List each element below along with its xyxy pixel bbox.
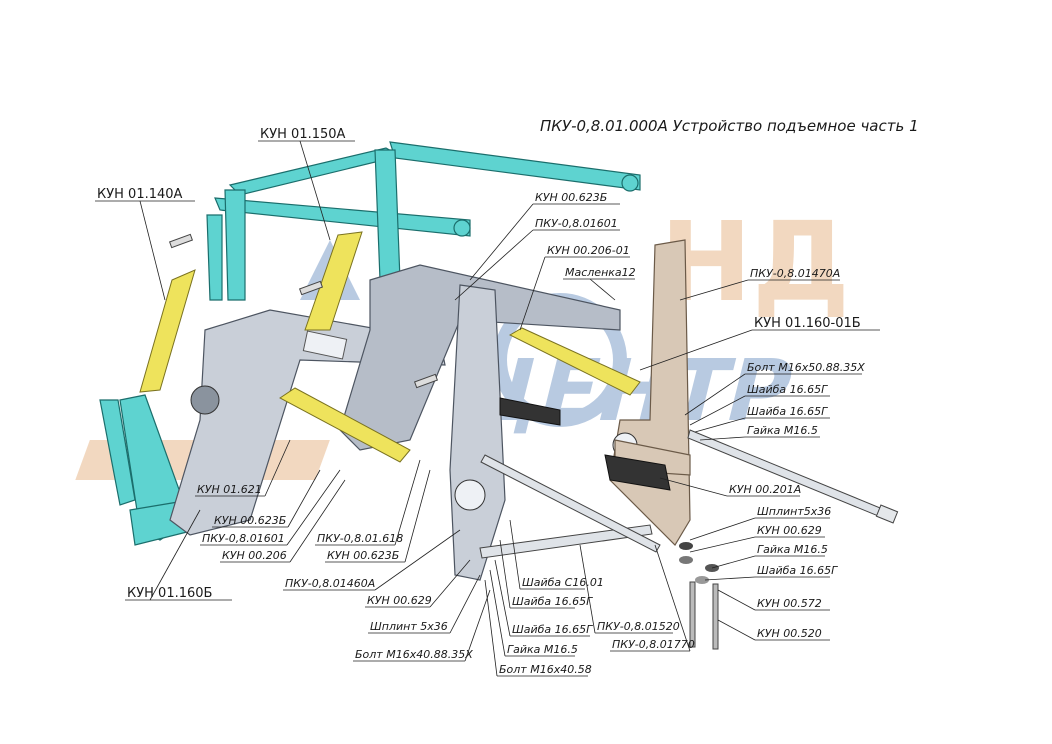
label-kun-01-150a: КУН 01.150А [260,127,346,142]
hinge-plate [604,454,671,491]
main-arm-left [169,309,446,536]
label-pku-01618: ПКУ-0,8.01.618 [317,532,403,545]
label-gaika-3: Гайка М16.5 [757,543,828,556]
label-kun-00-629-left: КУН 00.629 [367,594,432,607]
diagonal-rod [480,454,661,553]
label-pku-01460a: ПКУ-0,8.01460А [285,577,375,590]
label-pku-01601-left: ПКУ-0,8.01601 [202,532,285,545]
label-shplint-right: Шплинт5х36 [757,505,831,518]
label-gaika-1: Гайка М16.5 [747,424,818,437]
label-bolt-m16x50: Болт М16х50.88.35Х [747,361,865,374]
label-shaiba-5: Шайба 16.65Г [757,564,838,577]
label-pku-01601-top: ПКУ-0,8.01601 [535,217,618,230]
label-shplint-left: Шплинт 5х36 [370,620,448,633]
center-bracket [449,284,506,581]
label-pku-01470a: ПКУ-0,8.01470А [750,267,840,280]
label-shaiba-4: Шайба 16.65Г [512,623,593,636]
label-kun-01-140a: КУН 01.140А [97,187,183,202]
label-shaiba-3: Шайба 16.65Г [512,595,593,608]
label-kun-00-623b-top: КУН 00.623Б [535,191,607,204]
label-kun-00-206: КУН 00.206 [222,549,287,562]
label-kun-00-520: КУН 00.520 [757,627,822,640]
label-maslenka: Масленка12 [565,266,636,279]
boom-frame [99,141,641,546]
part-labels: КУН 01.150А КУН 01.140А КУН 00.623Б ПКУ-… [97,127,865,676]
label-bolt-m16x40-left: Болт М16х40.88.35Х [355,648,473,661]
label-gaika-2: Гайка М16.5 [507,643,578,656]
watermark-line1: НД [660,198,850,326]
diagram-title: ПКУ-0,8.01.000А Устройство подъемное час… [540,117,919,135]
lower-crossbar [479,524,653,559]
bolt-2 [712,583,719,650]
label-pku-01770: ПКУ-0,8.01770 [612,638,695,651]
label-kun-00-572: КУН 00.572 [757,597,822,610]
label-kun-00-623b-mid: КУН 00.623Б [327,549,399,562]
label-bolt-m16x40-58: Болт М16х40.58 [499,663,592,676]
label-pku-01520: ПКУ-0,8.01520 [597,620,680,633]
hydraulic-cylinders [139,231,641,463]
bolt-1 [689,581,696,648]
label-kun-00-206-01: КУН 00.206-01 [547,244,630,257]
leader-lines [95,140,880,677]
label-shaiba-c16: Шайба С16.01 [522,576,604,589]
label-kun-00-623b-left: КУН 00.623Б [214,514,286,527]
label-kun-01-160b: КУН 01.160Б [127,586,212,601]
label-kun-01621: КУН 01.621 [197,483,262,496]
machine-drawing [99,141,899,650]
label-shaiba-2: Шайба 16.65Г [747,405,828,418]
label-shaiba-1: Шайба 16.65Г [747,383,828,396]
label-kun-01-160-01b: КУН 01.160-01Б [754,316,861,331]
label-kun-00-629-right: КУН 00.629 [757,524,822,537]
label-kun-00-201a: КУН 00.201А [729,483,801,496]
